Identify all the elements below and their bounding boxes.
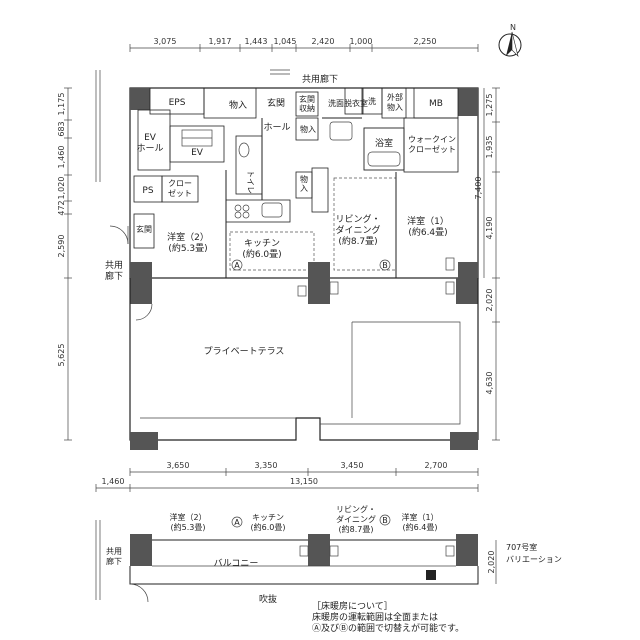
living-label: リビング・ダイニング(約8.7畳) [335, 213, 380, 247]
dim-top-6: 1,000 [350, 37, 373, 46]
ev-car-pattern [181, 129, 213, 147]
dim-left-2: 683 [57, 121, 66, 136]
kitchen-label: キッチン(約6.0畳) [242, 238, 281, 260]
note-title: ［床暖房について］ [312, 600, 393, 612]
storage2-label: 物入 [300, 124, 316, 134]
dim-bottom-total: 13,150 [290, 477, 318, 486]
dim-right-6: 4,630 [485, 372, 494, 395]
dim-right-1: 1,275 [485, 94, 494, 117]
storage1-label: 物入 [229, 99, 247, 111]
eps-label: EPS [169, 98, 186, 108]
svg-text:A: A [234, 261, 240, 270]
dim-left-4: 1,020 [57, 177, 66, 200]
dim-right-4: 4,190 [485, 217, 494, 240]
var-kitchen-label: キッチン(約6.0畳) [251, 513, 286, 532]
variation-room-label: 707号室バリエーション [506, 542, 562, 564]
dim-left-3: 1,460 [57, 146, 66, 169]
laundry-label: 洗 [368, 96, 376, 106]
marker-a: A [231, 259, 243, 271]
entrance-storage-label: 玄関収納 [299, 94, 315, 113]
var-marker-a: A [234, 518, 240, 527]
dim-left-5: 472 [57, 200, 66, 215]
dim-top-5: 2,420 [312, 37, 335, 46]
dim-top-7: 2,250 [414, 37, 437, 46]
floor-heating-note: ［床暖房について］ 床暖房の運転範囲は全面または Ⓐ及びⒷの範囲で切替えが可能で… [312, 600, 464, 634]
dim-right-5: 2,020 [485, 289, 494, 312]
outdoor-storage-label: 外部物入 [387, 92, 403, 112]
dim-bottom-left: 1,460 [102, 477, 125, 486]
dim-top-2: 1,917 [209, 37, 232, 46]
note-line2: Ⓐ及びⒷの範囲で切替えが可能です。 [312, 622, 464, 634]
dim-left-1: 1,175 [57, 93, 66, 116]
marker-b: B [379, 259, 391, 271]
ev-label: EV [191, 148, 204, 158]
void-label: 吹抜 [259, 593, 277, 605]
dim-bottom-2: 3,350 [255, 461, 278, 470]
entrance-label: 玄関 [267, 97, 285, 109]
bath-label: 浴室 [375, 137, 393, 149]
top-dimension-line: 3,075 1,917 1,443 1,045 2,420 1,000 2,25… [129, 37, 479, 52]
dim-left-7: 5,625 [57, 344, 66, 367]
mb-label: MB [429, 99, 443, 109]
storage4-label: 物入 [300, 174, 308, 193]
dim-variation-right: 2,020 [487, 551, 496, 574]
corridor-left-label: 共用廊下 [105, 260, 123, 282]
dim-bottom-3: 3,450 [341, 461, 364, 470]
var-corridor-label: 共用廊下 [106, 547, 122, 566]
ps-label: PS [142, 186, 153, 196]
bottom-dimension-line: 3,650 3,350 3,450 2,700 1,460 13,150 [95, 461, 479, 492]
wash-room-label: 洗面脱衣室 [328, 98, 368, 108]
private-terrace: プライベートテラス [129, 278, 479, 450]
svg-text:B: B [382, 261, 388, 270]
dim-top-3: 1,443 [245, 37, 268, 46]
dim-left-6: 2,590 [57, 235, 66, 258]
entrance2-label: 玄関 [136, 224, 152, 234]
dim-top-4: 1,045 [274, 37, 297, 46]
left-dimension-line: 1,175 683 1,460 1,020 472 2,590 5,625 [57, 70, 101, 441]
corridor-top-label: 共用廊下 [302, 73, 338, 85]
dim-right-2: 1,935 [485, 136, 494, 159]
toilet-label: トイレ [246, 170, 255, 194]
main-plan: 共用廊下 EPS 物入 玄関 玄関収納 物入 ホール 洗面脱衣室 洗 [105, 69, 479, 297]
variation-plan: 洋室（2）(約5.3畳) A キッチン(約6.0畳) リビング・ダイニング(約8… [95, 504, 562, 605]
dim-bottom-1: 3,650 [167, 461, 190, 470]
note-line1: 床暖房の運転範囲は全面または [312, 611, 438, 623]
bedroom2-label: 洋室（2）(約5.3畳) [167, 231, 209, 254]
dim-bottom-4: 2,700 [425, 461, 448, 470]
var-bedroom2-label: 洋室（2）(約5.3畳) [169, 512, 206, 532]
dim-top-1: 3,075 [154, 37, 177, 46]
compass-label: N [510, 23, 516, 32]
closet-label: クローゼット [168, 179, 192, 198]
north-compass: N [498, 23, 522, 57]
hall-label: ホール [263, 122, 290, 133]
balcony-label: バルコニー [214, 558, 259, 569]
var-marker-b: B [382, 516, 388, 525]
var-living-label: リビング・ダイニング(約8.7畳) [336, 504, 376, 534]
terrace-label: プライベートテラス [204, 346, 285, 357]
walkin-label: ウォークインクローゼット [408, 135, 456, 154]
bedroom1-label: 洋室（1）(約6.4畳) [407, 215, 449, 238]
var-bedroom1-label: 洋室（1）(約6.4畳) [401, 512, 438, 532]
